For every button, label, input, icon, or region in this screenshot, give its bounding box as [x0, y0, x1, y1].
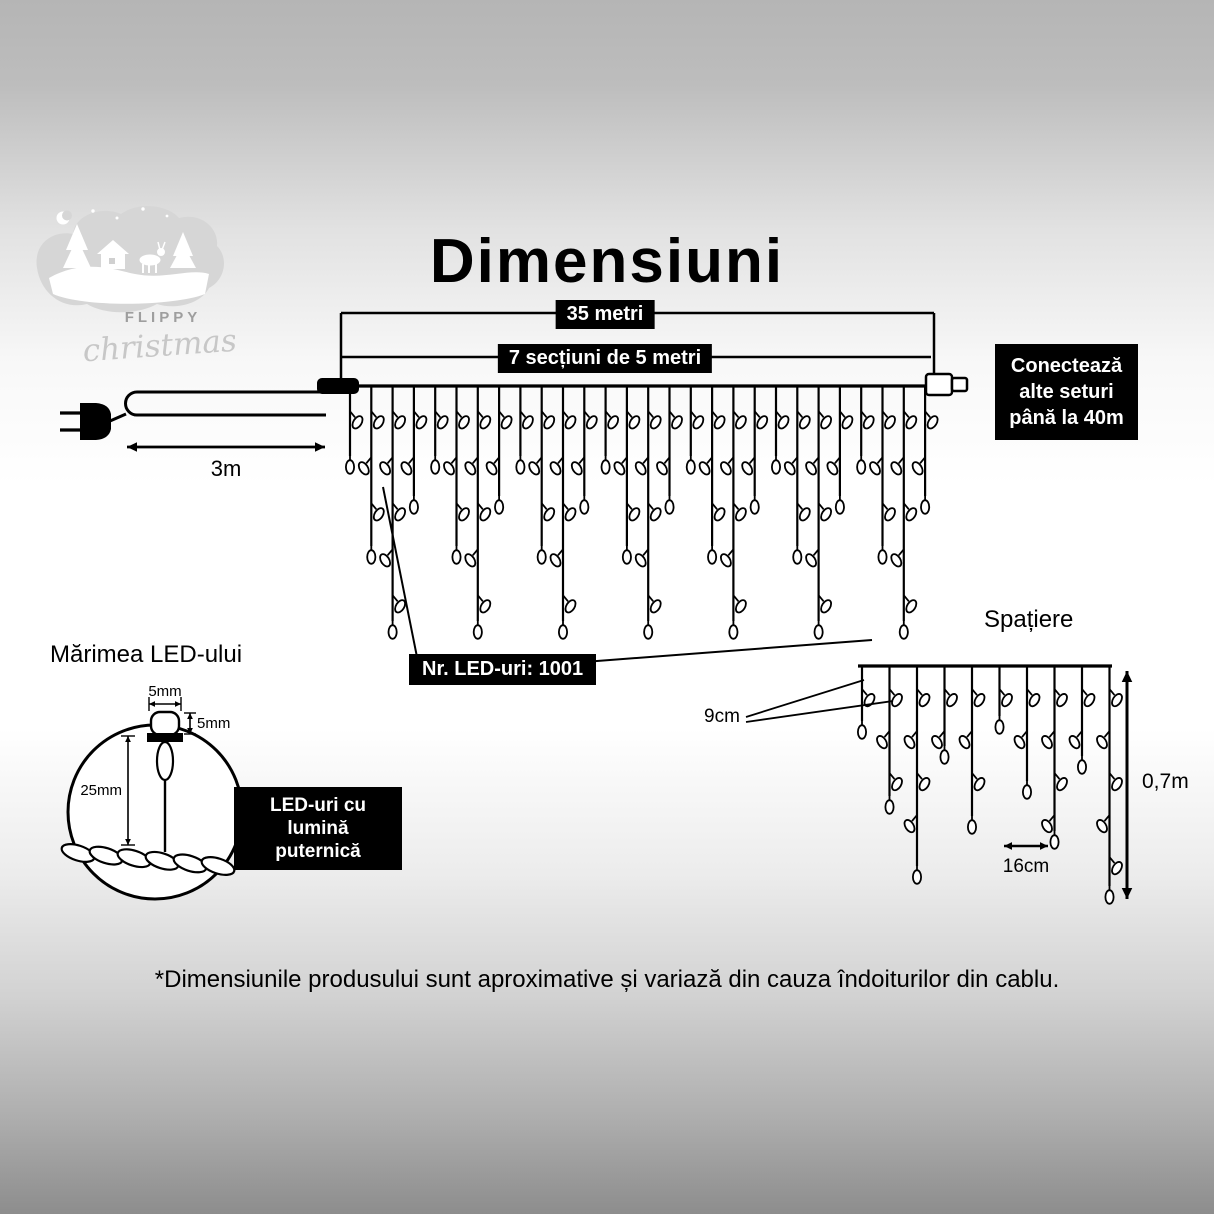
connect-note-line: alte seturi: [1019, 381, 1114, 403]
logo-deer-icon: [139, 241, 166, 273]
spacing-diagram-art: [745, 664, 1133, 905]
led-width-label: 5mm: [148, 683, 182, 700]
connect-note-line: Conectează: [1010, 355, 1123, 377]
logo-house-roof: [97, 240, 129, 254]
logo-star: [141, 207, 145, 211]
led-callout-box: LED-uri cu lumină puternică: [234, 787, 402, 870]
logo-tree-icon: [66, 224, 88, 250]
logo-tree-icon: [63, 238, 91, 268]
logo-star: [91, 209, 95, 213]
logo-snow-ground: [49, 266, 209, 304]
end-connector: [924, 372, 969, 397]
connect-note-box: Conectează alte seturi până la 40m: [995, 344, 1138, 440]
sections-label: 7 secțiuni de 5 metri: [497, 344, 713, 373]
logo-star: [115, 216, 119, 220]
bulb-gap-label: 16cm: [1002, 856, 1050, 877]
led-size-art: [60, 697, 244, 901]
curtain-height-label: 0,7m: [1142, 770, 1189, 793]
spacing-section-title: Spațiere: [984, 606, 1074, 633]
logo-tree-icon: [170, 244, 196, 268]
drop-gap-label: 9cm: [704, 706, 740, 727]
total-length-label: 35 metri: [555, 300, 655, 329]
led-size-section-title: Mărimea LED-ului: [50, 641, 243, 668]
logo-moon-cut: [62, 210, 72, 221]
main-curtain: [339, 311, 939, 640]
led-callout-line: puternică: [275, 841, 361, 862]
logo-script-text: christmas: [82, 323, 235, 370]
led-callout-line: LED-uri cu lumină: [269, 795, 367, 839]
logo-star: [165, 214, 169, 218]
led-count-label: Nr. LED-uri: 1001: [409, 654, 597, 685]
lead-length-label: 3m: [210, 456, 242, 481]
brand-logo: FLIPPY christmas: [36, 206, 235, 370]
led-length-label: 25mm: [80, 782, 122, 799]
led-cap-height-label: 5mm: [197, 715, 231, 732]
led-count-leaders: [382, 486, 873, 663]
page-title: Dimensiuni: [429, 227, 785, 296]
logo-brand-text: FLIPPY: [125, 309, 202, 326]
power-plug-and-lead: [60, 378, 359, 452]
connect-note-line: până la 40m: [1009, 407, 1124, 429]
disclaimer-text: *Dimensiunile produsului sunt aproximati…: [154, 966, 1060, 993]
logo-house-window: [109, 258, 115, 264]
